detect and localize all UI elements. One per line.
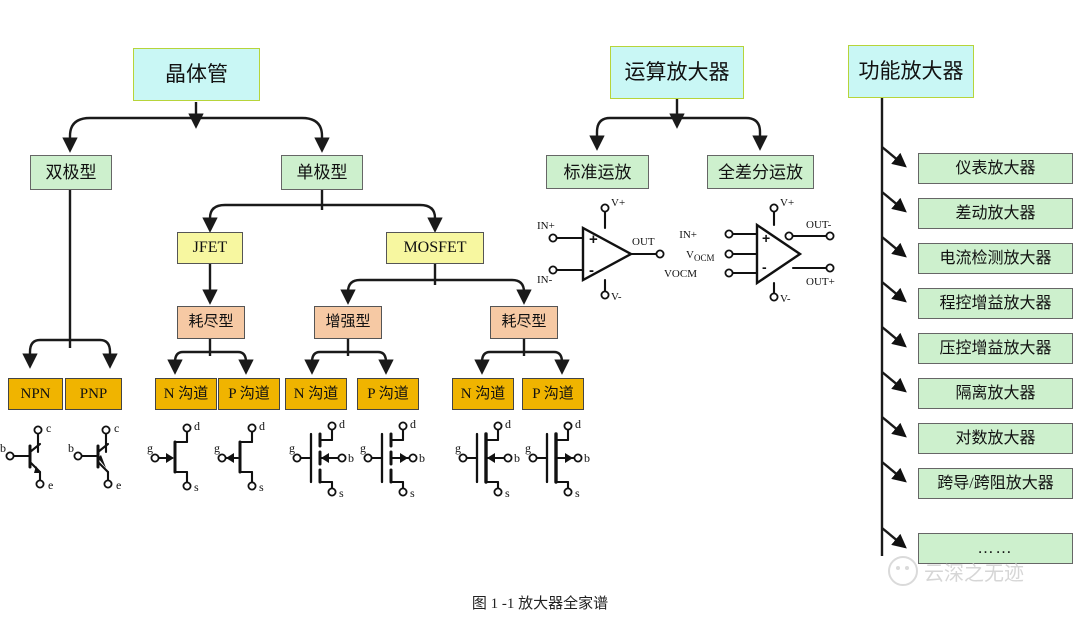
fd-opamp-out-plus-label: OUT+ xyxy=(806,276,835,288)
node-function-amp-root[interactable]: 功能放大器 xyxy=(848,45,974,98)
mos-dep-p-pin-g: g xyxy=(525,441,531,455)
jfet-p-pin-s: s xyxy=(259,480,264,494)
npn-pin-c: c xyxy=(46,421,51,435)
fully-differential-opamp-symbol xyxy=(724,203,835,302)
watermark-logo-icon xyxy=(888,556,918,586)
node-npn[interactable]: NPN xyxy=(8,378,63,410)
mos-dep-n-pin-d: d xyxy=(505,417,511,431)
standard-opamp-symbol xyxy=(548,203,665,300)
fd-opamp-minus-sign: - xyxy=(762,259,767,275)
function-amp-item-vga[interactable]: 压控增益放大器 xyxy=(918,333,1073,364)
mos-dep-n-pin-s: s xyxy=(505,486,510,500)
mosfet-dep-n-symbol xyxy=(458,421,513,497)
std-opamp-plus-sign: + xyxy=(589,231,598,248)
node-pnp[interactable]: PNP xyxy=(65,378,122,410)
pnp-pin-e: e xyxy=(116,478,121,492)
function-amp-item-current-sense[interactable]: 电流检测放大器 xyxy=(918,243,1073,274)
node-fully-differential-opamp[interactable]: 全差分运放 xyxy=(707,155,814,189)
node-mos-enh-n-channel[interactable]: N 沟道 xyxy=(285,378,347,410)
std-opamp-in-plus-label: IN+ xyxy=(537,220,555,232)
std-opamp-vminus-label: V- xyxy=(611,291,622,303)
mosfet-enh-n-symbol xyxy=(292,421,347,497)
fd-opamp-vocm-label: VOCM xyxy=(686,249,714,263)
node-mos-dep-n-channel[interactable]: N 沟道 xyxy=(452,378,514,410)
node-unipolar[interactable]: 单极型 xyxy=(281,155,363,190)
std-opamp-minus-sign: - xyxy=(589,262,594,279)
mosfet-dep-p-symbol xyxy=(528,421,583,497)
std-opamp-in-minus-label: IN- xyxy=(537,274,553,286)
mos-enh-p-pin-s: s xyxy=(410,486,415,500)
fd-opamp-plus-sign: + xyxy=(762,230,770,246)
node-mosfet[interactable]: MOSFET xyxy=(386,232,484,264)
pnp-symbol xyxy=(73,425,113,489)
watermark: 云深之无迹 xyxy=(888,556,1024,586)
mos-dep-p-pin-b: b xyxy=(584,451,590,465)
jfet-p-symbol xyxy=(217,423,257,491)
fd-opamp-out-minus-label: OUT- xyxy=(806,219,832,231)
mos-enh-n-pin-g: g xyxy=(289,441,295,455)
node-mos-dep-p-channel[interactable]: P 沟道 xyxy=(522,378,584,410)
mos-dep-p-pin-d: d xyxy=(575,417,581,431)
function-amp-item-pga[interactable]: 程控增益放大器 xyxy=(918,288,1073,319)
node-mos-enhancement[interactable]: 增强型 xyxy=(314,306,382,339)
figure-caption: 图 1 -1 放大器全家谱 xyxy=(471,596,609,612)
pnp-pin-c: c xyxy=(114,421,119,435)
mos-dep-n-pin-b: b xyxy=(514,451,520,465)
function-amp-item-differential[interactable]: 差动放大器 xyxy=(918,198,1073,229)
function-amp-item-instrumentation[interactable]: 仪表放大器 xyxy=(918,153,1073,184)
node-standard-opamp[interactable]: 标准运放 xyxy=(546,155,649,189)
jfet-n-symbol xyxy=(150,423,192,491)
function-amp-item-logarithmic[interactable]: 对数放大器 xyxy=(918,423,1073,454)
jfet-n-pin-g: g xyxy=(147,441,153,455)
fd-opamp-vplus-label: V+ xyxy=(780,197,794,209)
mos-dep-p-pin-s: s xyxy=(575,486,580,500)
function-amp-item-isolation[interactable]: 隔离放大器 xyxy=(918,378,1073,409)
jfet-n-pin-s: s xyxy=(194,480,199,494)
fd-opamp-vminus-label: V- xyxy=(780,293,791,305)
function-amp-item-transconductance[interactable]: 跨导/跨阻放大器 xyxy=(918,468,1073,499)
std-opamp-vplus-label: V+ xyxy=(611,197,625,209)
node-jfet[interactable]: JFET xyxy=(177,232,243,264)
node-transistor-root[interactable]: 晶体管 xyxy=(133,48,260,101)
fd-opamp-in-minus-label: VOCM xyxy=(664,268,697,280)
watermark-text: 云深之无迹 xyxy=(924,562,1024,585)
mos-enh-p-pin-g: g xyxy=(360,441,366,455)
mos-enh-n-pin-s: s xyxy=(339,486,344,500)
mos-enh-n-pin-d: d xyxy=(339,417,345,431)
npn-pin-e: e xyxy=(48,478,53,492)
npn-symbol xyxy=(5,425,45,489)
jfet-n-pin-d: d xyxy=(194,419,200,433)
function-amp-item-more[interactable]: …… xyxy=(918,533,1073,564)
mos-enh-p-pin-b: b xyxy=(419,451,425,465)
mos-dep-n-pin-g: g xyxy=(455,441,461,455)
node-mos-depletion[interactable]: 耗尽型 xyxy=(490,306,558,339)
jfet-p-pin-g: g xyxy=(214,441,220,455)
node-jfet-depletion[interactable]: 耗尽型 xyxy=(177,306,245,339)
mos-enh-n-pin-b: b xyxy=(348,451,354,465)
node-jfet-n-channel[interactable]: N 沟道 xyxy=(155,378,217,410)
fd-opamp-in-plus-label: IN+ xyxy=(679,229,697,241)
node-bipolar[interactable]: 双极型 xyxy=(30,155,112,190)
node-jfet-p-channel[interactable]: P 沟道 xyxy=(218,378,280,410)
jfet-p-pin-d: d xyxy=(259,419,265,433)
node-opamp-root[interactable]: 运算放大器 xyxy=(610,46,744,99)
node-mos-enh-p-channel[interactable]: P 沟道 xyxy=(357,378,419,410)
pnp-pin-b: b xyxy=(68,441,74,455)
npn-pin-b: b xyxy=(0,441,6,455)
mosfet-enh-p-symbol xyxy=(363,421,418,497)
mos-enh-p-pin-d: d xyxy=(410,417,416,431)
std-opamp-out-label: OUT xyxy=(632,236,655,248)
